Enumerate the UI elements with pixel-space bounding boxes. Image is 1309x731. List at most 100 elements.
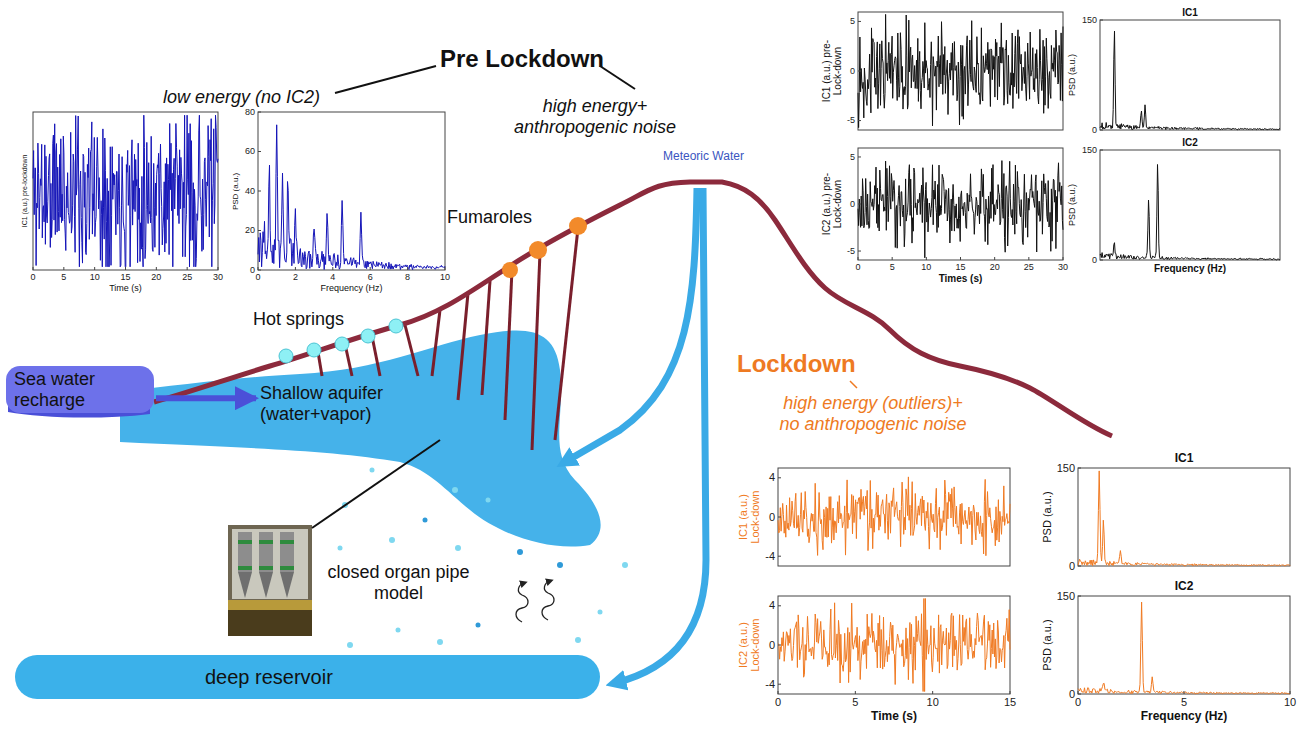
tick-mark — [932, 691, 933, 694]
signal-trace — [858, 14, 1063, 127]
hot-spring — [361, 329, 375, 343]
pipe-band — [238, 566, 252, 570]
plot-title: IC2 — [1182, 137, 1198, 149]
tick-label: 4 — [769, 599, 775, 612]
bubble — [486, 498, 491, 503]
bubble — [476, 623, 481, 628]
axis-title: IC2 (a.u.) pre-Lock-down — [821, 168, 843, 240]
fracture-line — [532, 252, 540, 450]
tick-mark — [258, 191, 261, 192]
tick-mark — [1010, 691, 1011, 694]
leader-line — [600, 66, 635, 89]
tick-label: 5 — [852, 696, 858, 709]
plot-frame — [778, 468, 1010, 566]
model-label: closed organ pipe model — [316, 562, 481, 603]
tick-label: 15 — [120, 272, 130, 282]
axis-title: Times (s) — [939, 273, 983, 285]
pipe-band — [280, 540, 294, 544]
tick-label: 30 — [1058, 262, 1068, 272]
tick-label: 0 — [1069, 560, 1075, 573]
tick-mark — [1100, 130, 1103, 131]
tick-label: 20 — [990, 262, 1000, 272]
plot-title: IC1 — [1175, 452, 1194, 466]
tick-label: 0 — [255, 272, 260, 282]
bubble — [575, 637, 581, 643]
tick-mark — [63, 267, 64, 270]
tick-mark — [1184, 691, 1185, 694]
fracture-line — [555, 228, 578, 440]
tick-label: -5 — [847, 246, 855, 256]
plot-frame — [1078, 468, 1290, 566]
fracture-line — [432, 310, 440, 376]
signal-trace — [33, 115, 218, 267]
photo-shelf — [228, 600, 312, 610]
tick-mark — [858, 71, 861, 72]
axis-title: PSD (a.u.) — [1068, 184, 1078, 226]
tick-mark — [295, 267, 296, 270]
meteoric-arrow — [615, 188, 706, 683]
bubble — [455, 545, 461, 551]
tick-mark — [858, 257, 859, 260]
swirl-arrow — [542, 581, 554, 620]
bubble — [452, 487, 458, 493]
tick-mark — [778, 605, 781, 606]
tick-mark — [778, 684, 781, 685]
tick-mark — [33, 267, 34, 270]
plot-title: IC1 — [1182, 7, 1198, 19]
tick-label: 25 — [182, 272, 192, 282]
tick-label: 5 — [61, 272, 66, 282]
tick-mark — [892, 257, 893, 260]
tick-label: 15 — [955, 262, 965, 272]
fumarole — [502, 262, 518, 278]
reservoir-band: deep reservoir — [15, 655, 600, 699]
tick-mark — [994, 257, 995, 260]
tick-label: 15 — [1004, 696, 1016, 709]
tick-label: -4 — [765, 678, 775, 691]
axis-title: IC1 (a.u.) pre-Lock-down — [821, 35, 843, 107]
photo-frame — [228, 525, 312, 636]
axis-title: Time (s) — [871, 710, 917, 724]
tick-mark — [1078, 691, 1079, 694]
tick-label: 25 — [1024, 262, 1034, 272]
pipe-band — [259, 566, 273, 570]
bubble — [557, 562, 563, 568]
tick-label: 150 — [1082, 15, 1097, 25]
tick-mark — [926, 257, 927, 260]
recharge-zone: Sea water recharge — [6, 366, 154, 413]
node-text: deep reservoir — [205, 655, 600, 699]
signal-trace — [1100, 31, 1280, 130]
tick-label: 10 — [921, 262, 931, 272]
hot-spring — [307, 343, 321, 357]
tick-label: 5 — [890, 262, 895, 272]
meteoric-arrow — [565, 188, 697, 462]
fumarole — [569, 217, 587, 235]
bubble — [517, 549, 523, 555]
plot-frame — [858, 148, 1063, 260]
tick-mark — [258, 267, 259, 270]
photo-background — [232, 529, 308, 599]
tick-label: 60 — [245, 146, 255, 156]
tick-label: 0 — [1075, 696, 1081, 709]
tick-mark — [218, 267, 219, 270]
swirl-arrows — [516, 581, 554, 622]
tick-mark — [1078, 566, 1081, 567]
aquifer-zone: Shallow aquifer (water+vapor) — [260, 383, 438, 424]
leader-line — [312, 440, 440, 528]
tick-label: 0 — [769, 639, 775, 652]
pipe-cone — [238, 572, 252, 598]
bubble — [437, 639, 443, 645]
tick-label: 0 — [30, 272, 35, 282]
annotation: low energy (no IC2) — [163, 87, 320, 108]
tick-mark — [125, 267, 126, 270]
feature-label: Hot springs — [253, 309, 344, 330]
plot-frame — [858, 12, 1063, 130]
tick-label: 10 — [927, 696, 939, 709]
tick-mark — [778, 691, 779, 694]
tick-label: 30 — [213, 272, 223, 282]
tick-label: -5 — [847, 115, 855, 125]
tick-mark — [407, 267, 408, 270]
section-heading: Pre Lockdown — [440, 45, 604, 73]
axis-title: Time (s) — [109, 283, 142, 293]
